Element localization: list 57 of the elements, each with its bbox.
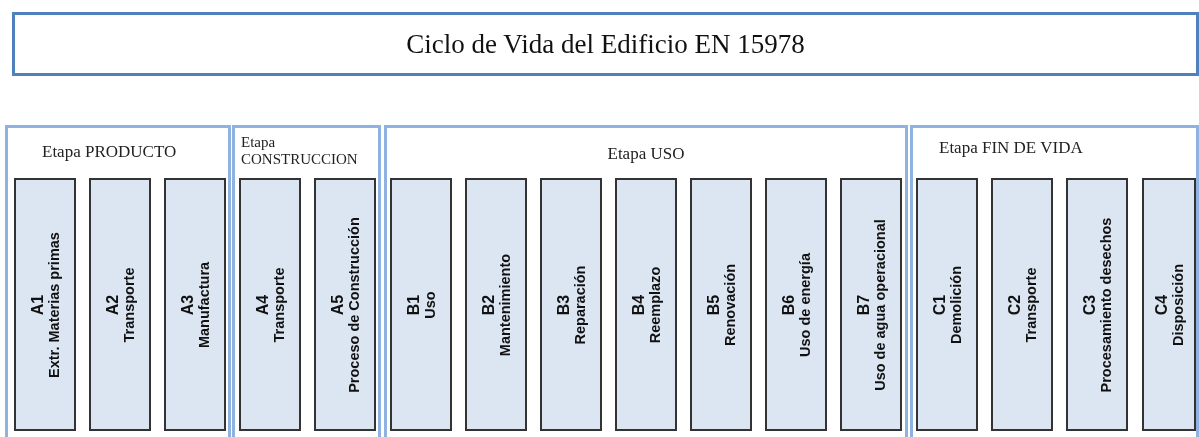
module-code: B1 bbox=[404, 294, 421, 315]
module-code: B2 bbox=[479, 294, 496, 315]
module-name: Manufactura bbox=[195, 261, 212, 348]
module-code: B4 bbox=[629, 294, 646, 315]
module-name: Disposición bbox=[1169, 263, 1186, 346]
stage-heading: Etapa USO bbox=[606, 144, 686, 164]
module-code: A5 bbox=[328, 294, 345, 315]
stage-heading: Etapa PRODUCTO bbox=[42, 142, 177, 162]
module-name: Uso bbox=[421, 290, 438, 319]
module-code: A3 bbox=[178, 294, 195, 315]
module-code: C3 bbox=[1080, 294, 1097, 315]
module-name: Uso de agua operacional bbox=[871, 218, 888, 391]
module-card bbox=[690, 178, 752, 431]
stage-heading: Etapa CONSTRUCCION bbox=[241, 134, 359, 168]
stage-heading: Etapa FIN DE VIDA bbox=[939, 138, 1083, 158]
stage-panel bbox=[232, 125, 381, 437]
module-code: B7 bbox=[854, 294, 871, 315]
module-card bbox=[89, 178, 151, 431]
module-code: A1 bbox=[28, 294, 45, 315]
module-code: C2 bbox=[1005, 294, 1022, 315]
module-name: Transporte bbox=[120, 267, 137, 342]
module-name: Transporte bbox=[1022, 267, 1039, 342]
module-card bbox=[840, 178, 902, 431]
module-card bbox=[239, 178, 301, 431]
module-card bbox=[164, 178, 226, 431]
module-name: Proceso de Construcción bbox=[345, 216, 362, 393]
module-code: B5 bbox=[704, 294, 721, 315]
module-card bbox=[14, 178, 76, 431]
module-code: A2 bbox=[103, 294, 120, 315]
module-name: Demolición bbox=[947, 265, 964, 344]
module-code: C1 bbox=[930, 294, 947, 315]
module-name: Uso de energía bbox=[796, 252, 813, 357]
module-code: B3 bbox=[554, 294, 571, 315]
module-name: Extr. Materias primas bbox=[45, 231, 62, 378]
module-code: A4 bbox=[253, 294, 270, 315]
module-card bbox=[540, 178, 602, 431]
module-name: Reparación bbox=[571, 265, 588, 344]
stage-panel bbox=[5, 125, 231, 437]
module-name: Reemplazo bbox=[646, 266, 663, 343]
stage-panel bbox=[384, 125, 908, 437]
module-card bbox=[465, 178, 527, 431]
module-card bbox=[765, 178, 827, 431]
title: Ciclo de Vida del Edificio EN 15978 bbox=[406, 28, 805, 60]
module-name: Renovación bbox=[721, 263, 738, 346]
module-code: C4 bbox=[1152, 294, 1169, 315]
module-card bbox=[314, 178, 376, 431]
module-name: Mantenimiento bbox=[496, 253, 513, 356]
module-code: B6 bbox=[779, 294, 796, 315]
module-name: Transporte bbox=[270, 267, 287, 342]
module-card bbox=[991, 178, 1053, 431]
stage-panel bbox=[910, 125, 1199, 437]
module-name: Procesamiento desechos bbox=[1097, 217, 1114, 392]
module-card bbox=[1142, 178, 1196, 431]
module-card bbox=[390, 178, 452, 431]
module-card bbox=[916, 178, 978, 431]
module-card bbox=[615, 178, 677, 431]
module-card bbox=[1066, 178, 1128, 431]
